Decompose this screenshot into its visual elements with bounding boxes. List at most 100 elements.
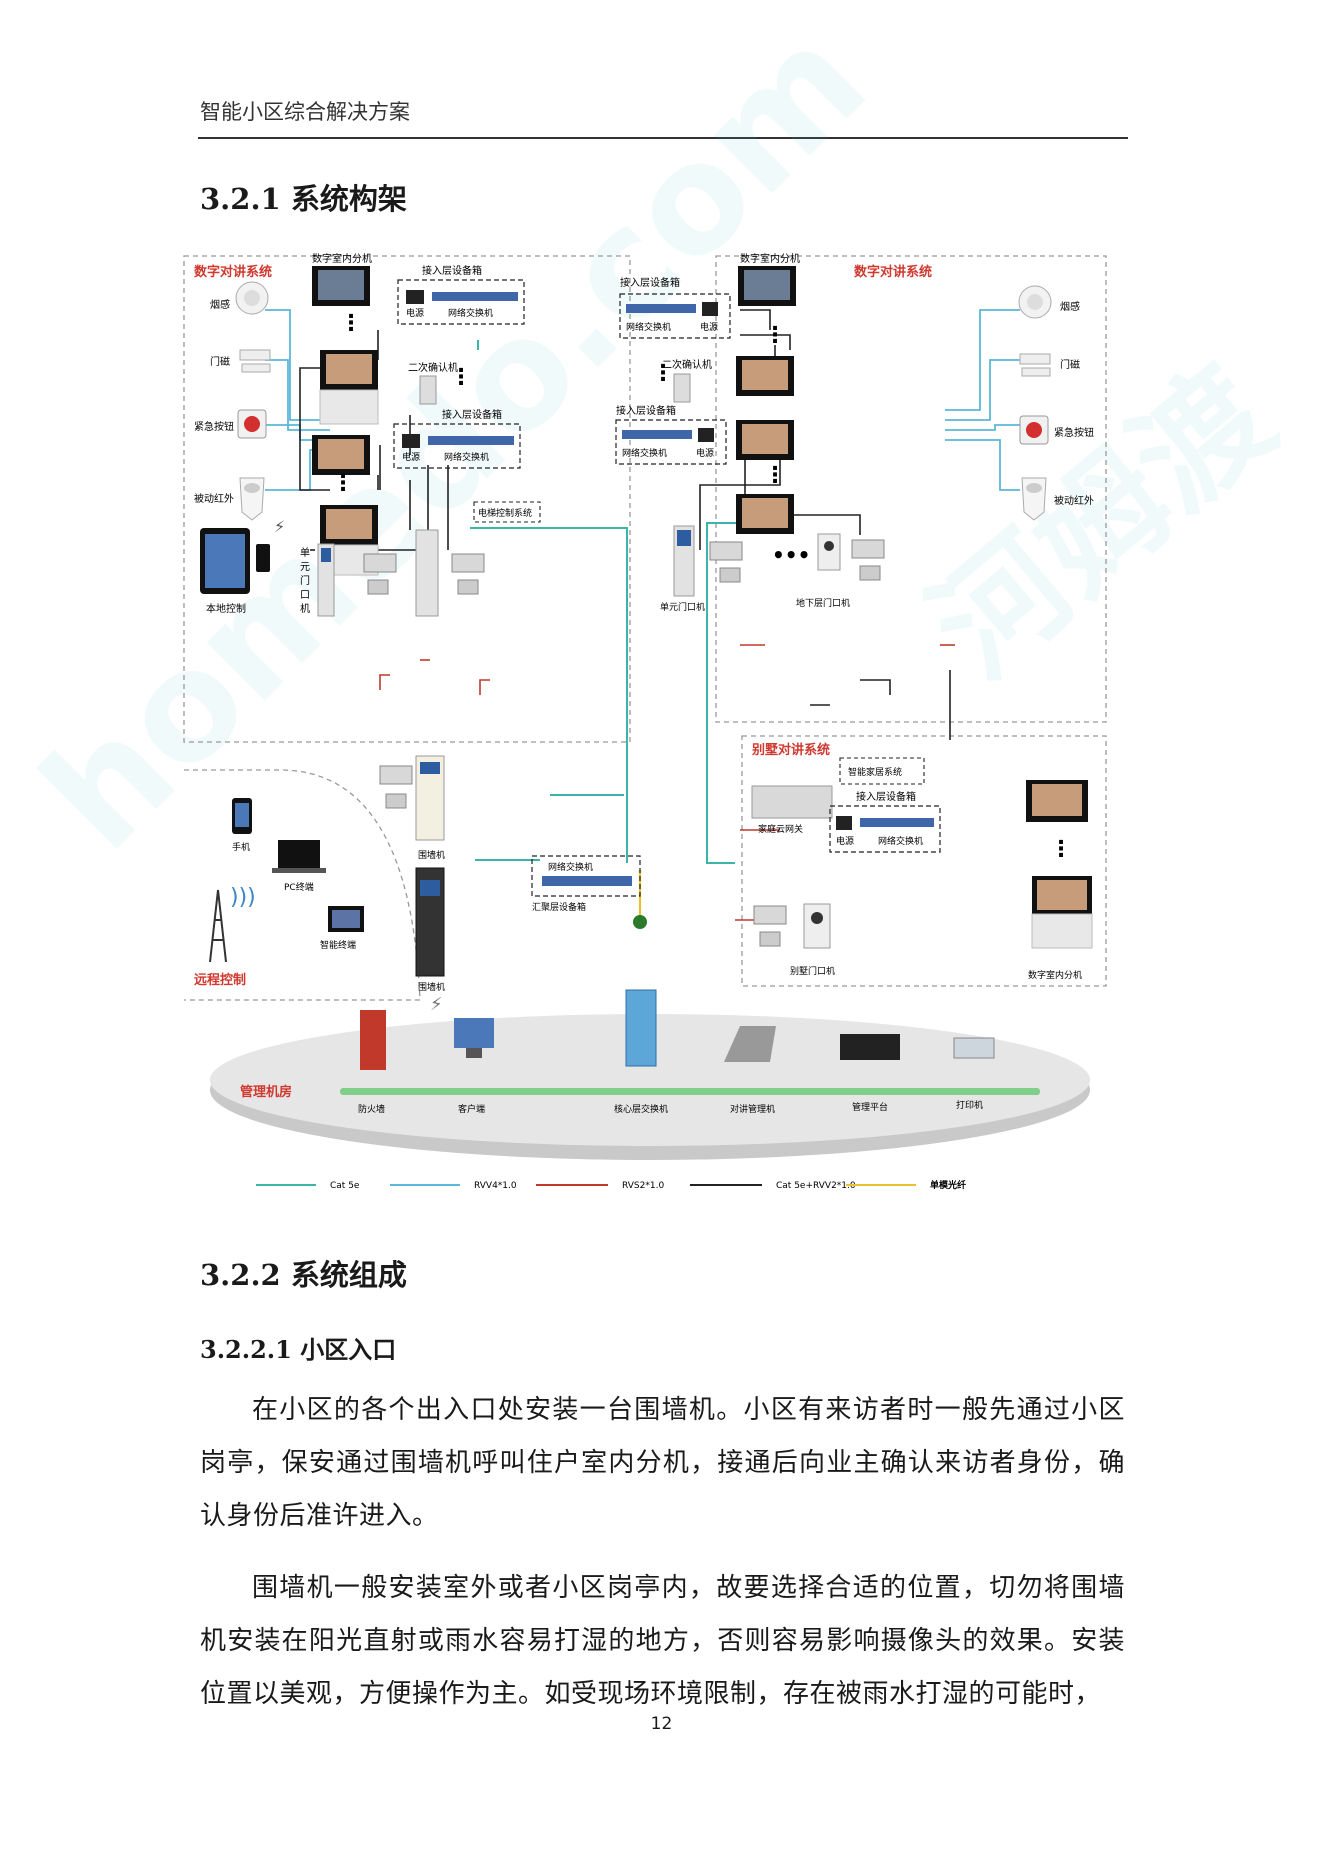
section-heading-3-2-2: 3.2.2 系统组成 — [200, 1258, 407, 1292]
tr-title: 数字对讲系统 — [854, 264, 932, 280]
ellipsis-dots: ••• — [772, 543, 810, 567]
unit-door-station-icon — [415, 529, 439, 617]
tl-title: 数字对讲系统 — [194, 264, 272, 280]
legend-cat5e-rvv2: Cat 5e+RVV2*1.0 — [776, 1181, 856, 1191]
door-sensor-icon — [1019, 353, 1051, 377]
talk-manager-label: 对讲管理机 — [730, 1103, 775, 1115]
tr-access-box-2-label: 接入层设备箱 — [616, 404, 676, 417]
door-lock-icon — [363, 553, 397, 595]
tower-icon — [209, 889, 227, 963]
unit-door-station-icon — [317, 543, 335, 617]
villa-power-label: 电源 — [836, 835, 854, 847]
basement-door-label: 地下层门口机 — [796, 597, 850, 609]
tl-switch-label-2: 网络交换机 — [444, 451, 489, 463]
indoor-monitor-icon — [736, 356, 794, 396]
door-lock-icon — [753, 905, 787, 947]
power-supply-icon — [402, 434, 420, 448]
villa-door-station-icon — [803, 903, 831, 949]
remote-pc-label: PC终端 — [284, 881, 314, 893]
gateway-icon — [751, 785, 833, 819]
gateway-label: 家庭云网关 — [758, 823, 803, 835]
villa-access-box-label: 接入层设备箱 — [856, 790, 916, 803]
tl-power-label-2: 电源 — [402, 451, 420, 463]
wireless-link-icon: ⚡ — [430, 994, 443, 1015]
section-heading-3-2-2-1: 3.2.2.1 小区入口 — [200, 1335, 397, 1364]
remote-title: 远程控制 — [194, 972, 246, 988]
smart-home-label: 智能家居系统 — [848, 766, 902, 778]
client-label: 客户端 — [458, 1103, 485, 1115]
smoke-label: 烟感 — [210, 298, 230, 311]
pir-sensor-icon — [239, 477, 265, 521]
ellipsis-dots: ⋮ — [340, 311, 362, 336]
tr-smoke-label: 烟感 — [1060, 300, 1080, 313]
elevator-box — [473, 501, 541, 523]
tr-confirm-label: 二次确认机 — [662, 358, 712, 371]
unit-door-label: 单元门口机 — [660, 601, 705, 613]
laptop-icon — [272, 840, 326, 873]
door-sensor-icon — [239, 349, 271, 373]
panel-top-left — [183, 255, 631, 743]
villa-title: 别墅对讲系统 — [751, 742, 830, 758]
printer-icon — [953, 1037, 995, 1059]
svg-text:口: 口 — [300, 590, 310, 601]
wifi-waves-icon: ))) — [230, 885, 256, 910]
tr-access-box-1 — [619, 293, 731, 339]
ellipsis-dots: ⋮ — [652, 361, 674, 386]
legend-fiber: 单模光纤 — [930, 1179, 966, 1191]
tr-indoor-label: 数字室内分机 — [740, 252, 800, 265]
platform-label: 管理平台 — [852, 1101, 888, 1113]
tr-emergency-label: 紧急按钮 — [1054, 426, 1094, 439]
confirm-unit-icon — [419, 375, 437, 405]
room-title: 管理机房 — [240, 1084, 292, 1100]
printer-label: 打印机 — [956, 1099, 983, 1111]
ellipsis-dots: ⋮ — [450, 365, 472, 390]
villa-switch-label: 网络交换机 — [878, 835, 923, 847]
mobile-phone-icon — [232, 798, 252, 834]
smoke-detector-icon — [1018, 285, 1052, 319]
network-switch-icon — [626, 304, 696, 313]
network-switch-icon — [860, 818, 934, 827]
indoor-monitor-icon — [738, 266, 796, 306]
panel-top-right — [715, 255, 1107, 723]
agg-switch-label: 网络交换机 — [548, 861, 593, 873]
emergency-label: 紧急按钮 — [194, 420, 234, 433]
ellipsis-dots: ⋮ — [332, 471, 354, 496]
power-supply-icon — [698, 428, 714, 442]
legend-rvv4: RVV4*1.0 — [474, 1181, 517, 1191]
network-switch-icon — [622, 430, 692, 439]
indoor-monitor-icon — [736, 420, 794, 460]
section-heading-3-2-1: 3.2.1 系统构架 — [200, 182, 407, 216]
door-lock-icon — [851, 539, 885, 581]
wall-station-icon — [415, 755, 445, 841]
tr-pir-label: 被动红外 — [1054, 494, 1094, 507]
villa-access-box — [829, 805, 941, 853]
power-supply-icon — [836, 816, 852, 830]
panel-villa — [741, 735, 1107, 987]
unit-door-station-icon — [673, 525, 695, 597]
smart-terminal-icon — [328, 906, 364, 932]
ellipsis-dots: ⋮ — [764, 463, 786, 488]
door-lock-icon — [709, 541, 743, 583]
tl-power-label-1: 电源 — [406, 307, 424, 319]
rvv4-wires-right — [945, 309, 1020, 491]
tr-door-label: 门磁 — [1060, 358, 1080, 371]
tr-switch-label-1: 网络交换机 — [626, 321, 671, 333]
red-wires — [379, 644, 955, 921]
black-wires — [299, 309, 951, 740]
system-architecture-diagram: 数字对讲系统 烟感 门磁 紧急按钮 被动红外 数字室内分机 ⋮ ⋮ 接入层设备箱… — [183, 252, 1107, 1191]
diagram-legend: Cat 5e RVV4*1.0 RVS2*1.0 Cat 5e+RVV2*1.0… — [256, 1179, 966, 1191]
core-switch-label: 核心层交换机 — [614, 1103, 668, 1115]
agg-box-label: 汇聚层设备箱 — [532, 901, 586, 913]
tl-access-box-2-label: 接入层设备箱 — [442, 408, 502, 421]
indoor-monitor-icon — [1031, 876, 1093, 949]
emergency-button-icon — [237, 409, 267, 439]
tr-access-box-1-label: 接入层设备箱 — [620, 276, 680, 289]
tl-indoor-label: 数字室内分机 — [312, 252, 372, 265]
network-switch-icon — [542, 876, 632, 886]
villa-indoor-label: 数字室内分机 — [1028, 969, 1082, 981]
power-supply-icon — [406, 290, 424, 304]
fiber-link-icon — [633, 915, 647, 929]
legend-rvs2: RVS2*1.0 — [622, 1181, 664, 1191]
indoor-monitor-icon — [736, 494, 794, 534]
header-rule — [198, 137, 1128, 139]
